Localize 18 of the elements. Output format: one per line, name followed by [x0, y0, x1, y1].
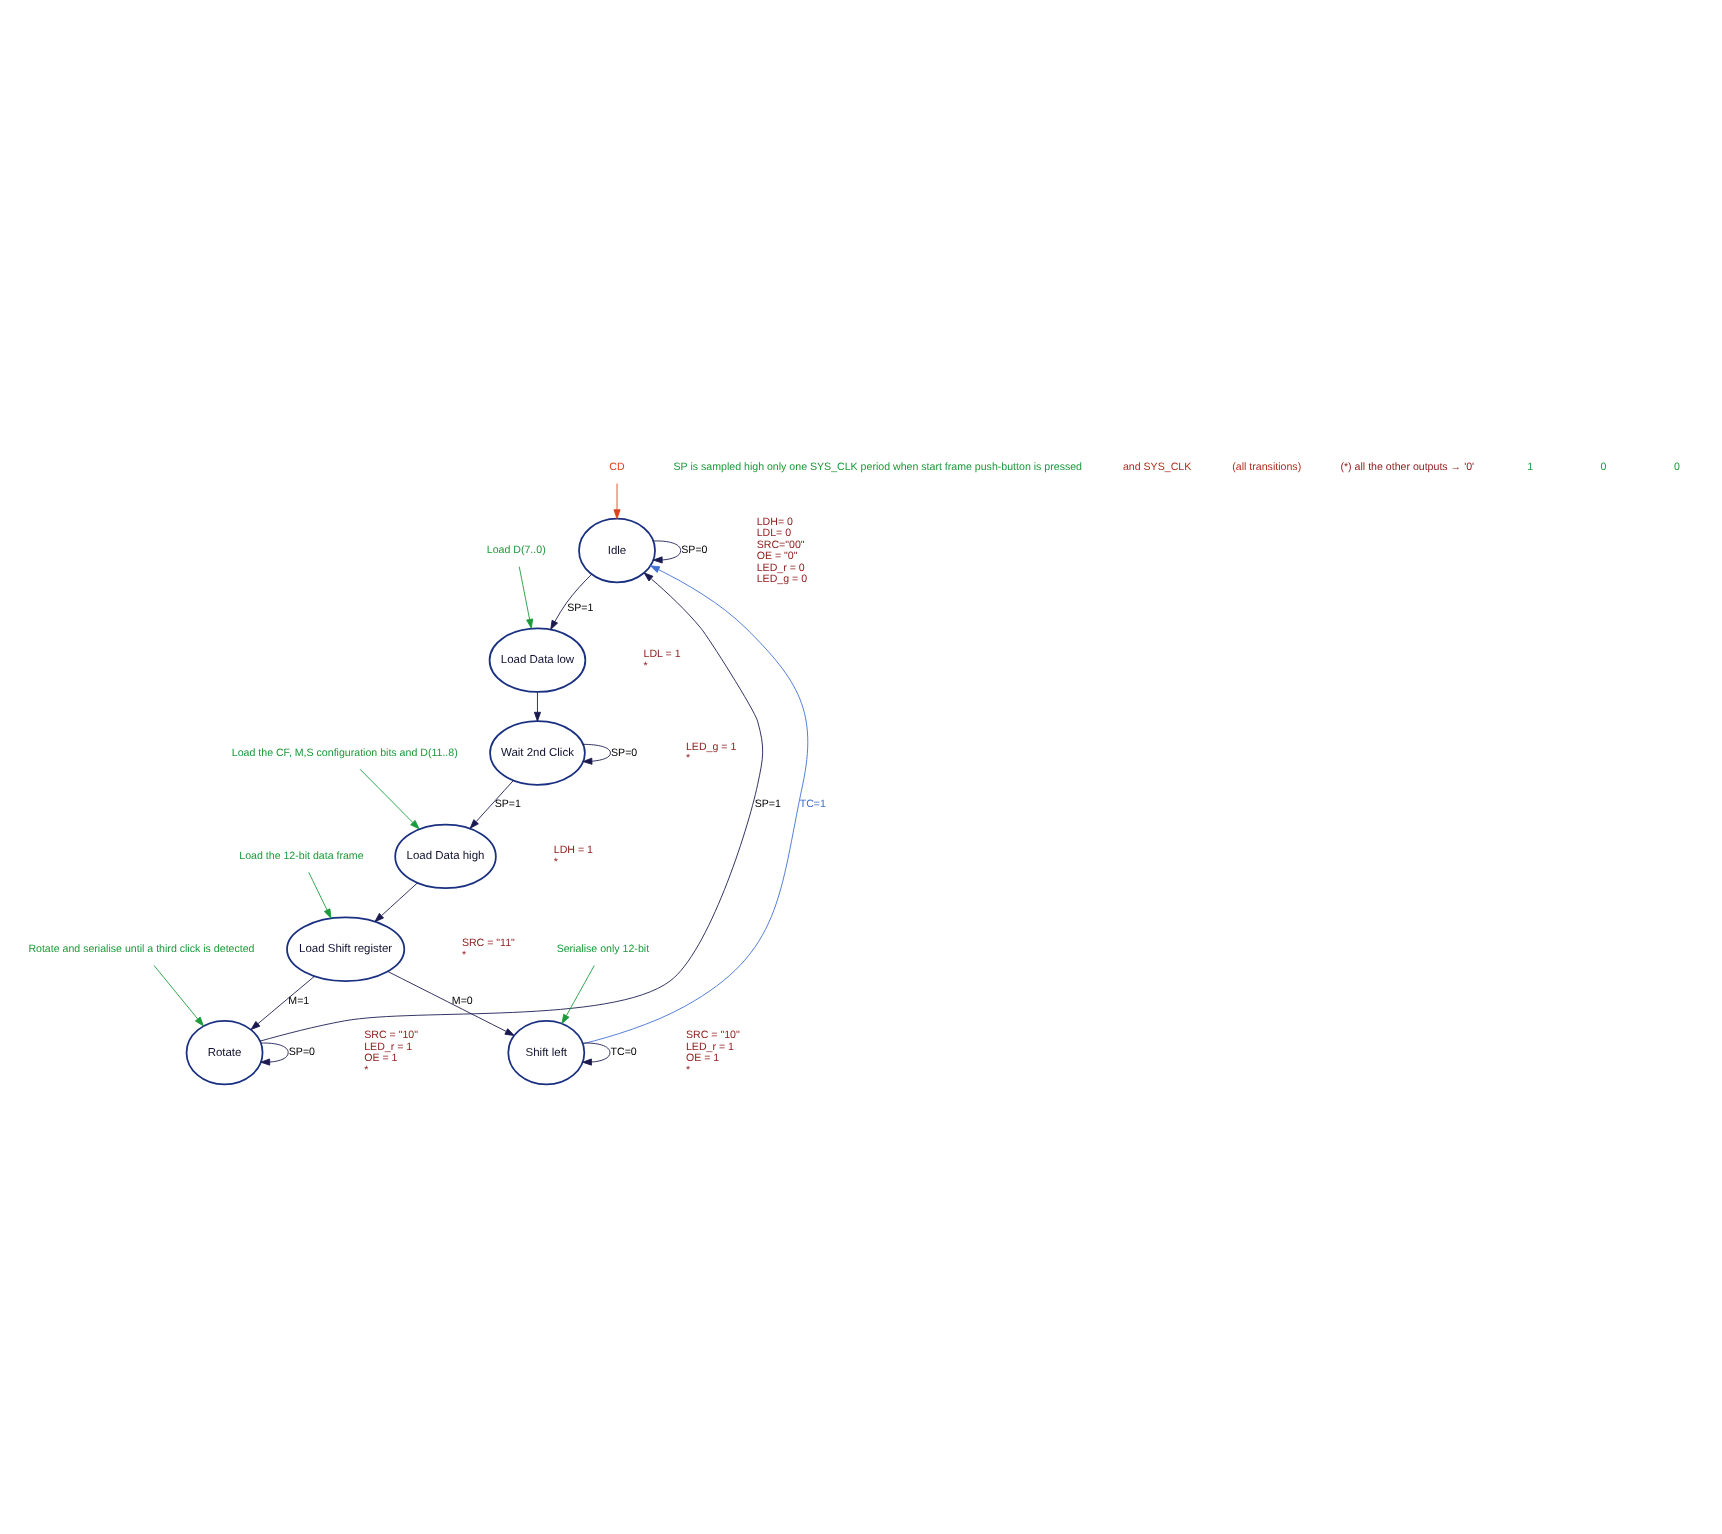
arrow [469, 779, 514, 828]
arrow [153, 964, 204, 1026]
arrow [259, 571, 764, 1041]
arrow [308, 870, 332, 918]
arrow [533, 690, 541, 721]
arrow [250, 974, 315, 1029]
arrow [561, 964, 595, 1023]
arrow [359, 767, 420, 829]
arrow [518, 565, 534, 628]
arrow [582, 742, 611, 764]
arrow [260, 1041, 289, 1065]
arrow [550, 572, 593, 629]
arrow [652, 539, 682, 563]
arrow [582, 1041, 611, 1065]
arrow [387, 969, 515, 1035]
arrow [582, 564, 809, 1044]
arrow [374, 881, 418, 922]
arrow [613, 482, 621, 519]
